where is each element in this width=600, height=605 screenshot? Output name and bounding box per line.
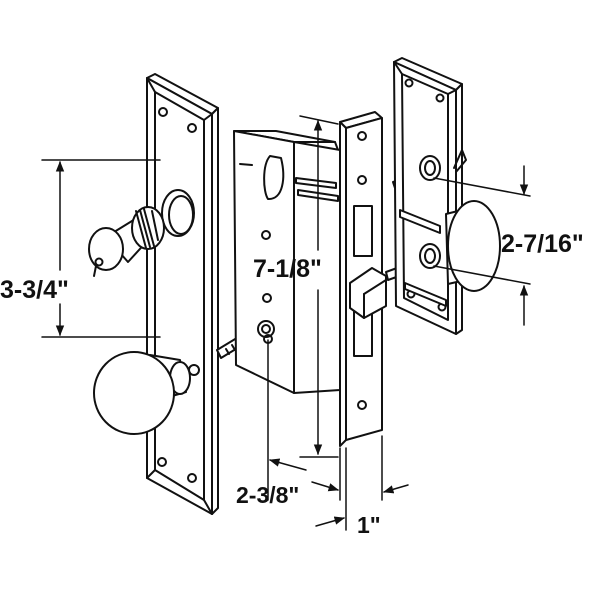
dimension-lines: [41, 115, 531, 531]
inside-escutcheon-plate: [393, 57, 467, 335]
outside-escutcheon-plate: [146, 73, 219, 515]
dimension-label-plate-height: 3-3/4": [0, 276, 69, 304]
inside-knob: [445, 200, 501, 292]
dimension-label-faceplate-width: 1": [357, 512, 381, 538]
outside-knob: [93, 351, 191, 435]
mortise-cylinder: [88, 206, 165, 277]
dimension-label-lock-height: 7-1/8": [253, 255, 322, 283]
dimension-label-backset: 2-3/8": [236, 482, 300, 508]
lock-face-plate: [339, 111, 387, 447]
dimension-label-spindle-spacing: 2-7/16": [501, 230, 584, 258]
mortise-lock-body: [233, 130, 341, 394]
